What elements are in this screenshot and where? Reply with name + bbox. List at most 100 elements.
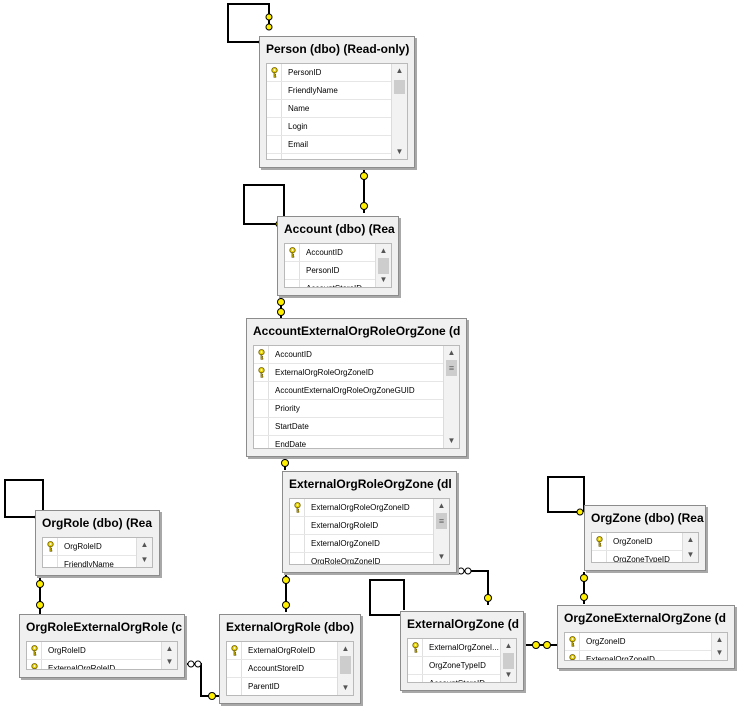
column-row[interactable]: OrgRoleOrgZoneID xyxy=(290,553,433,564)
column-row[interactable]: FriendlyName xyxy=(43,556,136,567)
scroll-up-icon[interactable]: ▲ xyxy=(447,348,456,357)
column-row[interactable]: ExternalOrgRoleOrgZoneID xyxy=(290,499,433,517)
scroll-down-icon[interactable]: ▼ xyxy=(395,147,404,156)
scroll-up-icon[interactable]: ▲ xyxy=(379,246,388,255)
column-row[interactable]: ParentID xyxy=(227,678,337,695)
scroll-down-icon[interactable]: ▼ xyxy=(341,683,350,692)
column-grid: AccountIDPersonIDAccountStoreID ▲ ▼ xyxy=(284,243,392,288)
scroll-up-icon[interactable]: ▲ xyxy=(395,66,404,75)
row-selector xyxy=(592,551,607,562)
vertical-scrollbar[interactable]: ▲ ▼ xyxy=(500,639,516,682)
column-row[interactable]: OrgRoleID xyxy=(43,538,136,556)
column-row[interactable]: ExternalOrgRoleID xyxy=(290,517,433,535)
vertical-scrollbar[interactable]: ▲ ▼ xyxy=(711,633,727,660)
column-row[interactable]: ExternalOrgZoneI... xyxy=(408,639,500,657)
row-selector xyxy=(267,136,282,153)
vertical-scrollbar[interactable]: ▲ ▼ xyxy=(375,244,391,287)
column-row[interactable]: Name xyxy=(267,100,391,118)
column-row[interactable]: Email xyxy=(267,136,391,154)
column-row[interactable]: AccountStoreID xyxy=(408,675,500,682)
scroll-down-icon[interactable]: ▼ xyxy=(379,275,388,284)
column-row[interactable]: PersonID xyxy=(267,64,391,82)
row-selector xyxy=(254,418,269,435)
column-list: ExternalOrgRoleOrgZoneID ExternalOrgRoleI… xyxy=(290,499,433,564)
table-external-org-zone[interactable]: ExternalOrgZone (d ExternalOrgZoneI...Or… xyxy=(400,611,524,691)
scroll-up-icon[interactable]: ▲ xyxy=(715,635,724,644)
column-row[interactable]: Priority xyxy=(254,400,443,418)
vertical-scrollbar[interactable]: ▲ ≡ ▼ xyxy=(433,499,449,564)
scroll-thumb[interactable] xyxy=(503,653,514,669)
column-row[interactable]: AccountID xyxy=(285,244,375,262)
column-row[interactable]: AccountExternalOrgRoleOrgZoneGUID xyxy=(254,382,443,400)
scroll-thumb[interactable]: ≡ xyxy=(446,360,457,376)
column-name: ExternalOrgRoleOrgZoneID xyxy=(311,503,410,512)
scroll-thumb[interactable]: ≡ xyxy=(436,513,447,529)
row-selector xyxy=(43,556,58,567)
scroll-down-icon[interactable]: ▼ xyxy=(715,648,724,657)
row-selector xyxy=(254,382,269,399)
primary-key-icon xyxy=(46,541,55,552)
scroll-up-icon[interactable]: ▲ xyxy=(437,501,446,510)
column-list: AccountID ExternalOrgRoleOrgZoneID Account… xyxy=(254,346,443,448)
column-row[interactable]: Login xyxy=(267,118,391,136)
column-row[interactable]: OrgZoneTypeID xyxy=(408,657,500,675)
scroll-up-icon[interactable]: ▲ xyxy=(341,644,350,653)
scroll-up-icon[interactable]: ▲ xyxy=(165,644,174,653)
column-row[interactable]: OrgZoneID xyxy=(565,633,711,651)
column-row[interactable]: EndDate xyxy=(254,436,443,448)
row-selector xyxy=(290,553,305,564)
table-external-org-role-org-zone[interactable]: ExternalOrgRoleOrgZone (dl ExternalOrgRo… xyxy=(282,471,457,573)
table-title: ExternalOrgRoleOrgZone (dl xyxy=(289,477,452,491)
vertical-scrollbar[interactable]: ▲ ▼ xyxy=(136,538,152,567)
scroll-down-icon[interactable]: ▼ xyxy=(447,436,456,445)
column-row[interactable]: ExternalOrgZoneID xyxy=(290,535,433,553)
column-row[interactable]: ExternalOrgRoleID xyxy=(227,642,337,660)
column-row[interactable]: AccountStoreID xyxy=(285,280,375,287)
table-title: OrgRoleExternalOrgRole (c xyxy=(26,620,183,634)
scroll-down-icon[interactable]: ▼ xyxy=(140,555,149,564)
scroll-up-icon[interactable]: ▲ xyxy=(686,535,695,544)
column-row[interactable]: AccountID xyxy=(254,346,443,364)
scroll-down-icon[interactable]: ▼ xyxy=(437,552,446,561)
scroll-thumb[interactable] xyxy=(378,258,389,274)
vertical-scrollbar[interactable]: ▲ ≡ ▼ xyxy=(443,346,459,448)
vertical-scrollbar[interactable]: ▲ ▼ xyxy=(391,64,407,159)
scroll-thumb[interactable] xyxy=(394,80,405,94)
row-selector xyxy=(565,651,580,660)
column-row[interactable]: ExternalOrgRoleID xyxy=(27,660,161,669)
scroll-down-icon[interactable]: ▼ xyxy=(165,657,174,666)
vertical-scrollbar[interactable]: ▲ ▼ xyxy=(682,533,698,562)
column-row[interactable]: OrgZoneID xyxy=(592,533,682,551)
column-list: AccountIDPersonIDAccountStoreID xyxy=(285,244,375,287)
scroll-up-icon[interactable]: ▲ xyxy=(140,540,149,549)
column-row[interactable]: AccountStoreID xyxy=(227,660,337,678)
column-row[interactable]: OrgZoneTypeID xyxy=(592,551,682,562)
scroll-thumb[interactable] xyxy=(340,656,351,674)
column-row[interactable]: EmailAlias xyxy=(267,154,391,159)
column-row[interactable]: ExternalOrgZoneID xyxy=(565,651,711,660)
scroll-down-icon[interactable]: ▼ xyxy=(504,670,513,679)
column-row[interactable]: ExternalOrgRoleOrgZoneID xyxy=(254,364,443,382)
vertical-scrollbar[interactable]: ▲ ▼ xyxy=(161,642,177,669)
table-account-external-org-role-org-zone[interactable]: AccountExternalOrgRoleOrgZone (d Account… xyxy=(246,318,467,457)
scroll-up-icon[interactable]: ▲ xyxy=(504,641,513,650)
row-selector xyxy=(408,675,423,682)
column-list: ExternalOrgRoleIDAccountStoreIDParentIDF… xyxy=(227,642,337,695)
table-account[interactable]: Account (dbo) (Rea AccountIDPersonIDAcco… xyxy=(277,216,399,296)
column-name: ExternalOrgRoleOrgZoneID xyxy=(275,368,374,377)
column-row[interactable]: OrgRoleID xyxy=(27,642,161,660)
column-list: OrgRoleIDFriendlyNameName xyxy=(43,538,136,567)
scroll-down-icon[interactable]: ▼ xyxy=(686,550,695,559)
column-row[interactable]: FriendlyName xyxy=(267,82,391,100)
column-row[interactable]: StartDate xyxy=(254,418,443,436)
column-row[interactable]: PersonID xyxy=(285,262,375,280)
primary-key-icon xyxy=(568,654,577,660)
vertical-scrollbar[interactable]: ▲ ▼ xyxy=(337,642,353,695)
